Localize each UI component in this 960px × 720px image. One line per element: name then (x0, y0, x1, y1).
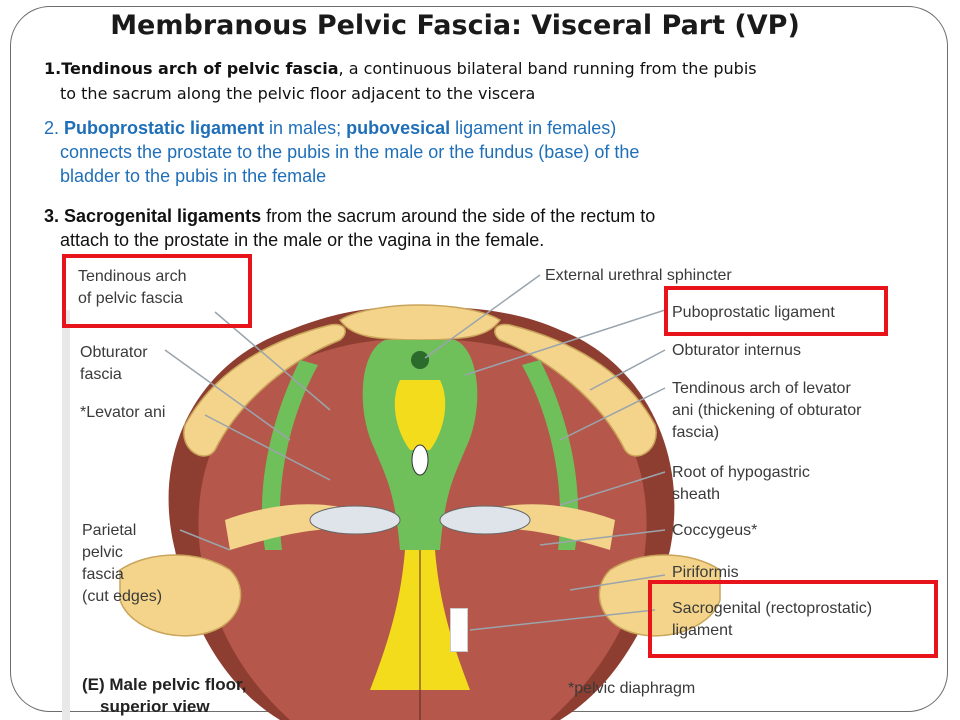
highlight-box-puboprostatic (664, 286, 888, 336)
white-marker (450, 608, 468, 652)
leader-lines (164, 274, 666, 631)
item-text: , a continuous bilateral band running fr… (338, 59, 757, 78)
label-hypogastric-2: sheath (672, 486, 721, 503)
item-text: from the sacrum around the side of the r… (261, 206, 656, 226)
label-tendinous-levator-2: ani (thickening of obturator (672, 402, 862, 419)
label-levator-ani: *Levator ani (80, 404, 166, 421)
label-parietal-4: (cut edges) (82, 588, 163, 605)
item-tendinous-arch: 1.Tendinous arch of pelvic fascia, a con… (44, 56, 924, 106)
item-puboprostatic: 2. Puboprostatic ligament in males; pubo… (44, 116, 924, 188)
item-text-2: ligament in females) (450, 118, 617, 138)
fascia-band-left (261, 360, 318, 550)
label-piriformis: Piriformis (672, 564, 739, 581)
item-number: 3. (44, 206, 65, 226)
label-tendinous-levator-3: fascia) (672, 424, 720, 441)
label-obturator-internus: Obturator internus (672, 342, 801, 359)
visceral-yellow (394, 380, 446, 450)
figure-caption-1: (E) Male pelvic floor, (82, 675, 247, 694)
item-term: Sacrogenital ligaments (64, 206, 262, 226)
slide-title: Membranous Pelvic Fascia: Visceral Part … (110, 10, 800, 41)
bone-lower-left (119, 554, 242, 637)
bone-lower-right (598, 554, 721, 637)
sciatic-opening-left (309, 505, 401, 535)
label-external-urethral: External urethral sphincter (545, 267, 732, 284)
fascia-band-right (522, 360, 579, 550)
label-sacrogenital-1: Sacrogenital (rectoprostatic) (672, 600, 873, 617)
label-obturator-fascia-2: fascia (80, 366, 122, 383)
label-parietal-3: fascia (82, 566, 124, 583)
sciatic-opening-right (439, 505, 531, 535)
item-text-line2: to the sacrum along the pelvic floor adj… (60, 84, 536, 103)
item-term: Tendinous arch of pelvic fascia (61, 59, 339, 78)
item-number: 1. (44, 59, 62, 78)
label-parietal-1: Parietal (82, 522, 137, 539)
label-puboprostatic: Puboprostatic ligament (672, 304, 835, 321)
bone-pubis (338, 304, 502, 341)
urethra-opening (411, 351, 429, 369)
item-number: 2. (44, 118, 65, 138)
item-text-line2: attach to the prostate in the male or th… (60, 230, 545, 250)
item-text-line2: connects the prostate to the pubis in th… (60, 142, 640, 162)
label-tendinous-arch-2: of pelvic fascia (78, 290, 183, 307)
pelvic-floor-illustration (62, 274, 721, 720)
label-sacrogenital-2: ligament (672, 622, 733, 639)
label-hypogastric-1: Root of hypogastric (672, 464, 810, 481)
label-tendinous-levator-1: Tendinous arch of levator (672, 380, 851, 397)
highlight-box-tendinous-arch (62, 254, 252, 328)
highlight-box-sacrogenital (648, 580, 938, 658)
bone-right (494, 323, 657, 457)
label-pelvic-diaphragm: *pelvic diaphragm (568, 680, 696, 697)
pelvic-floor-figure: Tendinous arch of pelvic fascia Obturato… (0, 250, 960, 720)
item-text-line3: bladder to the pubis in the female (60, 166, 327, 186)
label-coccygeus: Coccygeus* (672, 522, 758, 539)
figure-caption-2: superior view (100, 697, 210, 716)
item-term-2: pubovesical (346, 118, 451, 138)
label-obturator-fascia-1: Obturator (80, 344, 148, 361)
label-tendinous-arch-1: Tendinous arch (78, 268, 187, 285)
vas-opening (411, 444, 429, 476)
item-sacrogenital: 3. Sacrogenital ligaments from the sacru… (44, 204, 924, 252)
bone-left (183, 323, 346, 457)
figure-strip (62, 310, 70, 720)
label-parietal-2: pelvic (82, 544, 123, 561)
item-term: Puboprostatic ligament (64, 118, 265, 138)
item-text: in males; (264, 118, 347, 138)
